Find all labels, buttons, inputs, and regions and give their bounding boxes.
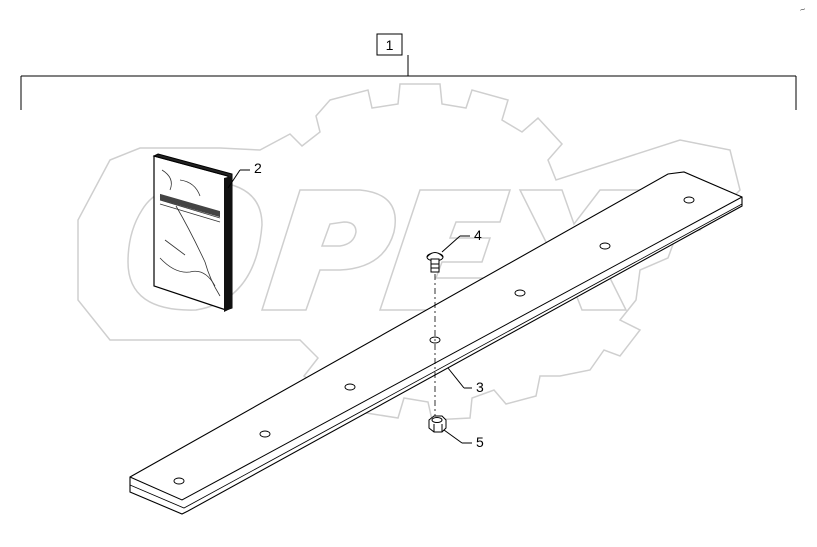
corner-mark: ~ [798, 4, 807, 16]
watermark-letter-p [260, 189, 396, 311]
blade-hole [173, 477, 185, 485]
bolt-head-dome [426, 252, 444, 258]
blade-hole [514, 289, 526, 297]
callout-1: 1 [376, 33, 403, 56]
callout-5: 5 [443, 429, 484, 450]
callout-4: 4 [441, 227, 482, 253]
blade-front-edge [129, 196, 743, 501]
callout-1-box [376, 33, 403, 56]
blade-holes [173, 196, 695, 485]
callout-3-label: 3 [476, 379, 484, 395]
blade-hole [599, 242, 611, 250]
manual-edge [224, 176, 232, 312]
bolt-shank [430, 258, 440, 273]
callout-5-leader [443, 429, 463, 444]
carriage-bolt [426, 252, 444, 273]
watermark-gear [77, 83, 741, 421]
blade-hole [344, 383, 356, 391]
nut-bore [431, 417, 443, 423]
hex-nut [428, 415, 447, 433]
callout-2: 2 [227, 160, 262, 189]
kit-bracket [20, 55, 797, 110]
callout-2-leader [227, 169, 241, 189]
callout-2-label: 2 [254, 160, 262, 176]
blade-hole [683, 196, 695, 204]
blade-hole [259, 430, 271, 438]
callout-5-label: 5 [476, 434, 484, 450]
callout-4-label: 4 [474, 227, 482, 243]
blade-bottom-edge [129, 203, 743, 509]
callout-3-leader [447, 367, 465, 389]
callout-1-label: 1 [386, 37, 394, 53]
cutter-blade [129, 171, 743, 515]
manual-title-block [160, 193, 220, 218]
callout-3: 3 [447, 367, 484, 395]
operator-manual [152, 153, 233, 312]
callout-4-leader [441, 235, 461, 253]
